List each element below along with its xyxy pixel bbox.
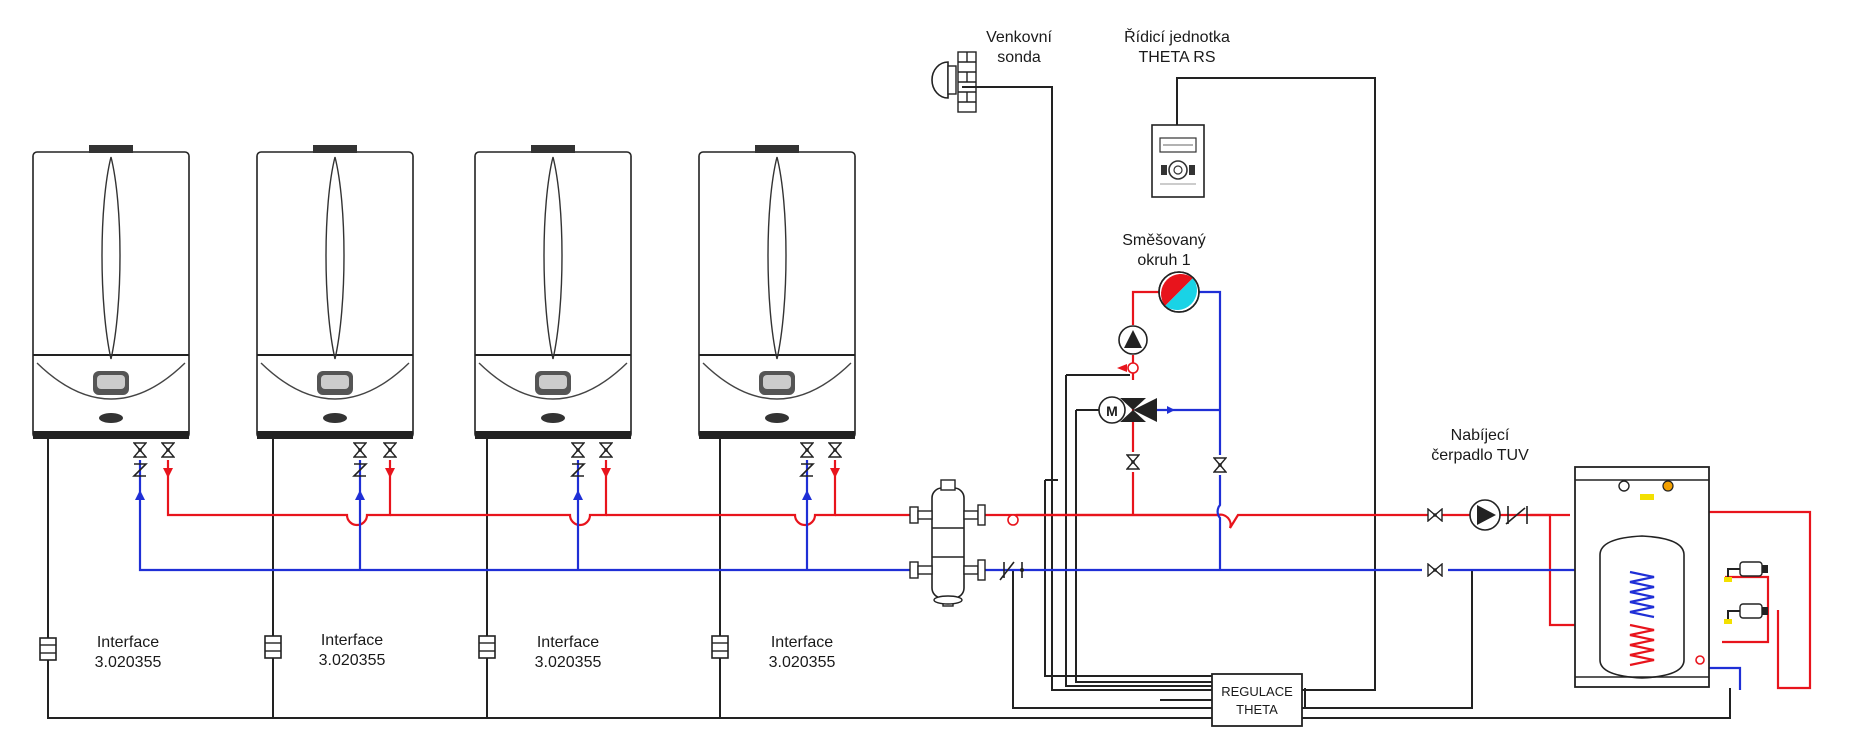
interface-module-4: Interface 3.020355 — [711, 634, 836, 671]
regulation-line-2: THETA — [1236, 702, 1278, 717]
boiler-4 — [698, 145, 856, 439]
outdoor-sensor-line-1: Venkovní — [986, 29, 1052, 46]
mixed-circuit-line-2: okruh 1 — [1137, 252, 1190, 269]
mixed-return-valve-icon — [1213, 457, 1227, 473]
boiler-3 — [474, 145, 632, 439]
outdoor-sensor-icon — [931, 51, 977, 113]
boiler-2 — [256, 145, 414, 439]
circulation-pump-icon — [1118, 325, 1148, 355]
tap-icon-2 — [1724, 603, 1768, 624]
interface-code: 3.020355 — [95, 654, 162, 671]
dhw-pump-label: Nabíjecí čerpadlo TUV — [1431, 427, 1529, 464]
dhw-pump-icon — [1469, 499, 1501, 531]
dhw-pump-line-1: Nabíjecí — [1451, 427, 1510, 444]
control-unit-line-1: Řídicí jednotka — [1124, 27, 1230, 46]
outdoor-sensor-label: Venkovní sonda — [986, 29, 1052, 66]
servo-motor-icon: M — [1098, 396, 1126, 424]
hydraulic-separator-icon — [909, 479, 986, 607]
svg-text:M: M — [1106, 403, 1118, 419]
dhw-supply-valve-icon — [1427, 508, 1443, 522]
interface-title: Interface — [97, 634, 159, 651]
control-unit-line-2: THETA RS — [1138, 49, 1215, 66]
boiler-1 — [32, 145, 190, 439]
room-thermostat-icon — [1158, 271, 1200, 313]
dhw-return-valve-icon — [1427, 563, 1443, 577]
three-way-mixing-valve-icon — [1120, 398, 1157, 422]
interface-title: Interface — [321, 632, 383, 649]
control-wiring — [47, 77, 1731, 719]
interface-code: 3.020355 — [319, 652, 386, 669]
dhw-pump-line-2: čerpadlo TUV — [1431, 447, 1529, 464]
outdoor-sensor-line-2: sonda — [997, 49, 1041, 66]
interface-title: Interface — [537, 634, 599, 651]
tap-icon-1 — [1724, 561, 1768, 582]
mixed-circuit-line-1: Směšovaný — [1122, 232, 1206, 249]
dhw-storage-tank-icon — [1574, 466, 1710, 688]
interface-module-2: Interface 3.020355 — [264, 632, 386, 669]
interface-module-1: Interface 3.020355 — [39, 634, 162, 671]
control-unit-icon — [1151, 124, 1205, 198]
interface-module-3: Interface 3.020355 — [478, 634, 602, 671]
return-temperature-sensor-icon — [1020, 568, 1024, 572]
control-unit-label: Řídicí jednotka THETA RS — [1124, 27, 1230, 66]
interface-code: 3.020355 — [769, 654, 836, 671]
boiler-valves — [132, 442, 842, 500]
mixed-circuit-label: Směšovaný okruh 1 — [1122, 232, 1206, 269]
mixed-supply-valve-icon — [1126, 454, 1140, 470]
supply-line — [166, 290, 1812, 690]
mixed-sensor-icon — [1127, 362, 1139, 374]
interface-title: Interface — [771, 634, 833, 651]
regulation-theta: REGULACE THETA — [1211, 673, 1303, 727]
supply-temperature-sensor-icon — [1007, 514, 1019, 526]
interface-code: 3.020355 — [535, 654, 602, 671]
regulation-line-1: REGULACE — [1221, 684, 1293, 699]
dhw-check-valve-icon — [1505, 506, 1528, 525]
